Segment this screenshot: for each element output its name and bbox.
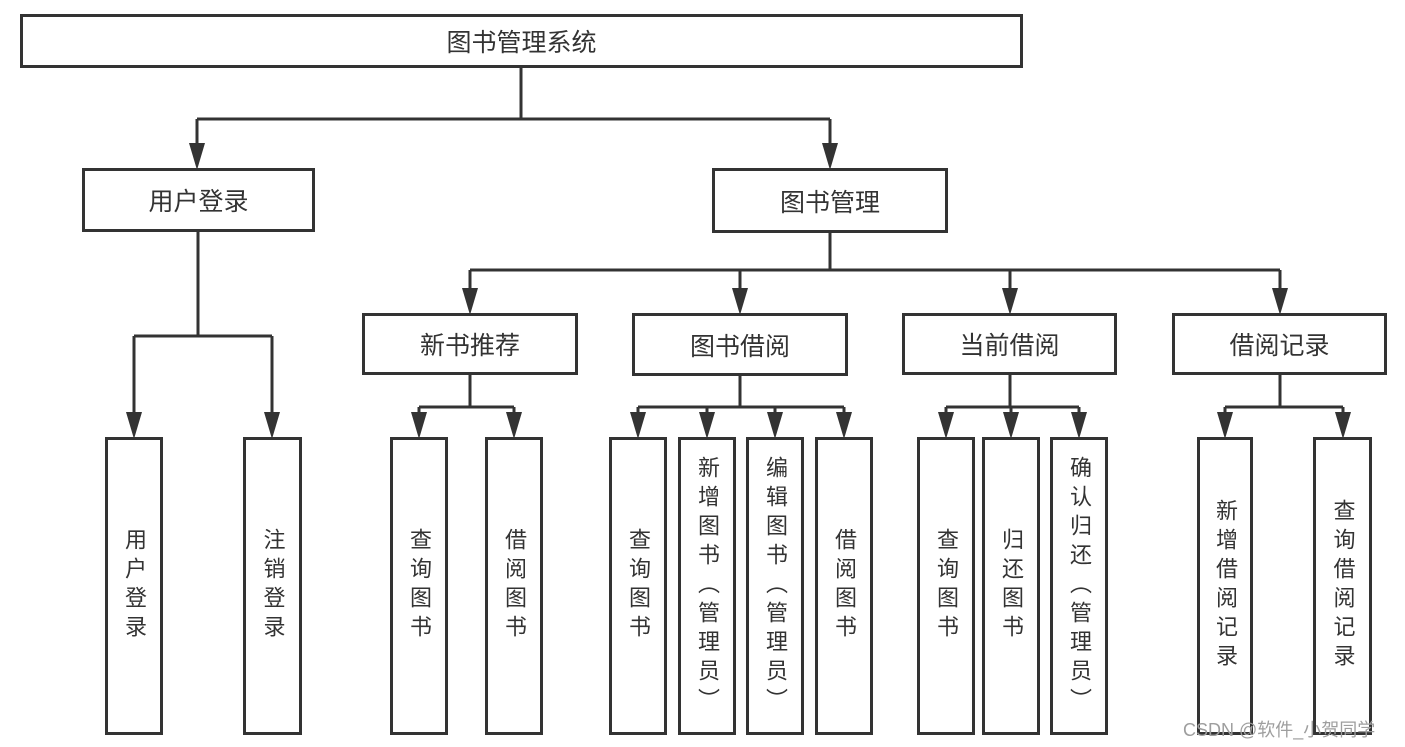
node-leaf-add-books-admin: 新增图书（管理员）	[678, 437, 736, 735]
node-label: 新增图书（管理员）	[695, 455, 720, 717]
node-label: 注销登录	[260, 528, 286, 644]
node-label: 用户登录	[122, 528, 147, 644]
arrow-down-icon	[1071, 412, 1087, 439]
arrow-down-icon	[732, 288, 748, 315]
arrow-down-icon	[767, 412, 783, 439]
node-leaf-return-books: 归还图书	[982, 437, 1040, 735]
node-label: 新增借阅记录	[1213, 499, 1238, 673]
arrow-down-icon	[699, 412, 715, 439]
node-leaf-logout: 注销登录	[243, 437, 302, 735]
node-current-borrowing: 当前借阅	[902, 313, 1117, 375]
node-leaf-confirm-return-admin: 确认归还（管理员）	[1050, 437, 1108, 735]
node-label: 新书推荐	[419, 332, 520, 360]
node-label: 图书管理系统	[446, 29, 597, 57]
arrow-down-icon	[822, 143, 838, 170]
node-new-book-recommend: 新书推荐	[362, 313, 578, 375]
arrow-down-icon	[126, 412, 142, 439]
node-leaf-query-books-recommend: 查询图书	[390, 437, 448, 735]
node-leaf-borrow-books-borrowing: 借阅图书	[815, 437, 873, 735]
arrow-down-icon	[630, 412, 646, 439]
node-leaf-add-borrow-record: 新增借阅记录	[1197, 437, 1253, 735]
node-label: 图书管理	[779, 188, 880, 217]
arrow-down-icon	[938, 412, 954, 439]
node-label: 借阅记录	[1229, 332, 1330, 360]
node-leaf-user-login: 用户登录	[105, 437, 163, 735]
node-label: 借阅图书	[502, 528, 527, 644]
arrow-down-icon	[1335, 412, 1351, 439]
node-label: 查询图书	[407, 528, 432, 644]
node-label: 确认归还（管理员）	[1067, 455, 1092, 717]
watermark: CSDN @软件_小贺同学	[1183, 720, 1376, 740]
node-label: 当前借阅	[959, 332, 1060, 360]
node-root: 图书管理系统	[20, 14, 1023, 68]
node-label: 借阅图书	[832, 528, 857, 644]
arrow-down-icon	[836, 412, 852, 439]
node-leaf-query-books-borrowing: 查询图书	[609, 437, 667, 735]
node-label: 归还图书	[999, 528, 1024, 644]
node-label: 查询图书	[626, 528, 651, 644]
arrow-down-icon	[1003, 412, 1019, 439]
node-leaf-query-borrow-record: 查询借阅记录	[1313, 437, 1372, 735]
arrow-down-icon	[462, 288, 478, 315]
node-label: 编辑图书（管理员）	[763, 455, 788, 717]
arrow-down-icon	[1272, 288, 1288, 315]
node-borrowing-records: 借阅记录	[1172, 313, 1387, 375]
arrow-down-icon	[189, 143, 205, 170]
node-leaf-query-books-current: 查询图书	[917, 437, 975, 735]
node-book-borrowing: 图书借阅	[632, 313, 848, 376]
arrow-down-icon	[1002, 288, 1018, 315]
node-user-login: 用户登录	[82, 168, 315, 232]
arrow-down-icon	[264, 412, 280, 439]
node-label: 查询图书	[934, 528, 959, 644]
node-label: 图书借阅	[689, 332, 790, 361]
node-label: 用户登录	[148, 188, 249, 216]
arrow-down-icon	[411, 412, 427, 439]
node-label: 查询借阅记录	[1330, 499, 1356, 673]
node-leaf-borrow-books-recommend: 借阅图书	[485, 437, 543, 735]
arrow-down-icon	[506, 412, 522, 439]
arrow-down-icon	[1217, 412, 1233, 439]
node-leaf-edit-books-admin: 编辑图书（管理员）	[746, 437, 804, 735]
node-book-management: 图书管理	[712, 168, 948, 233]
